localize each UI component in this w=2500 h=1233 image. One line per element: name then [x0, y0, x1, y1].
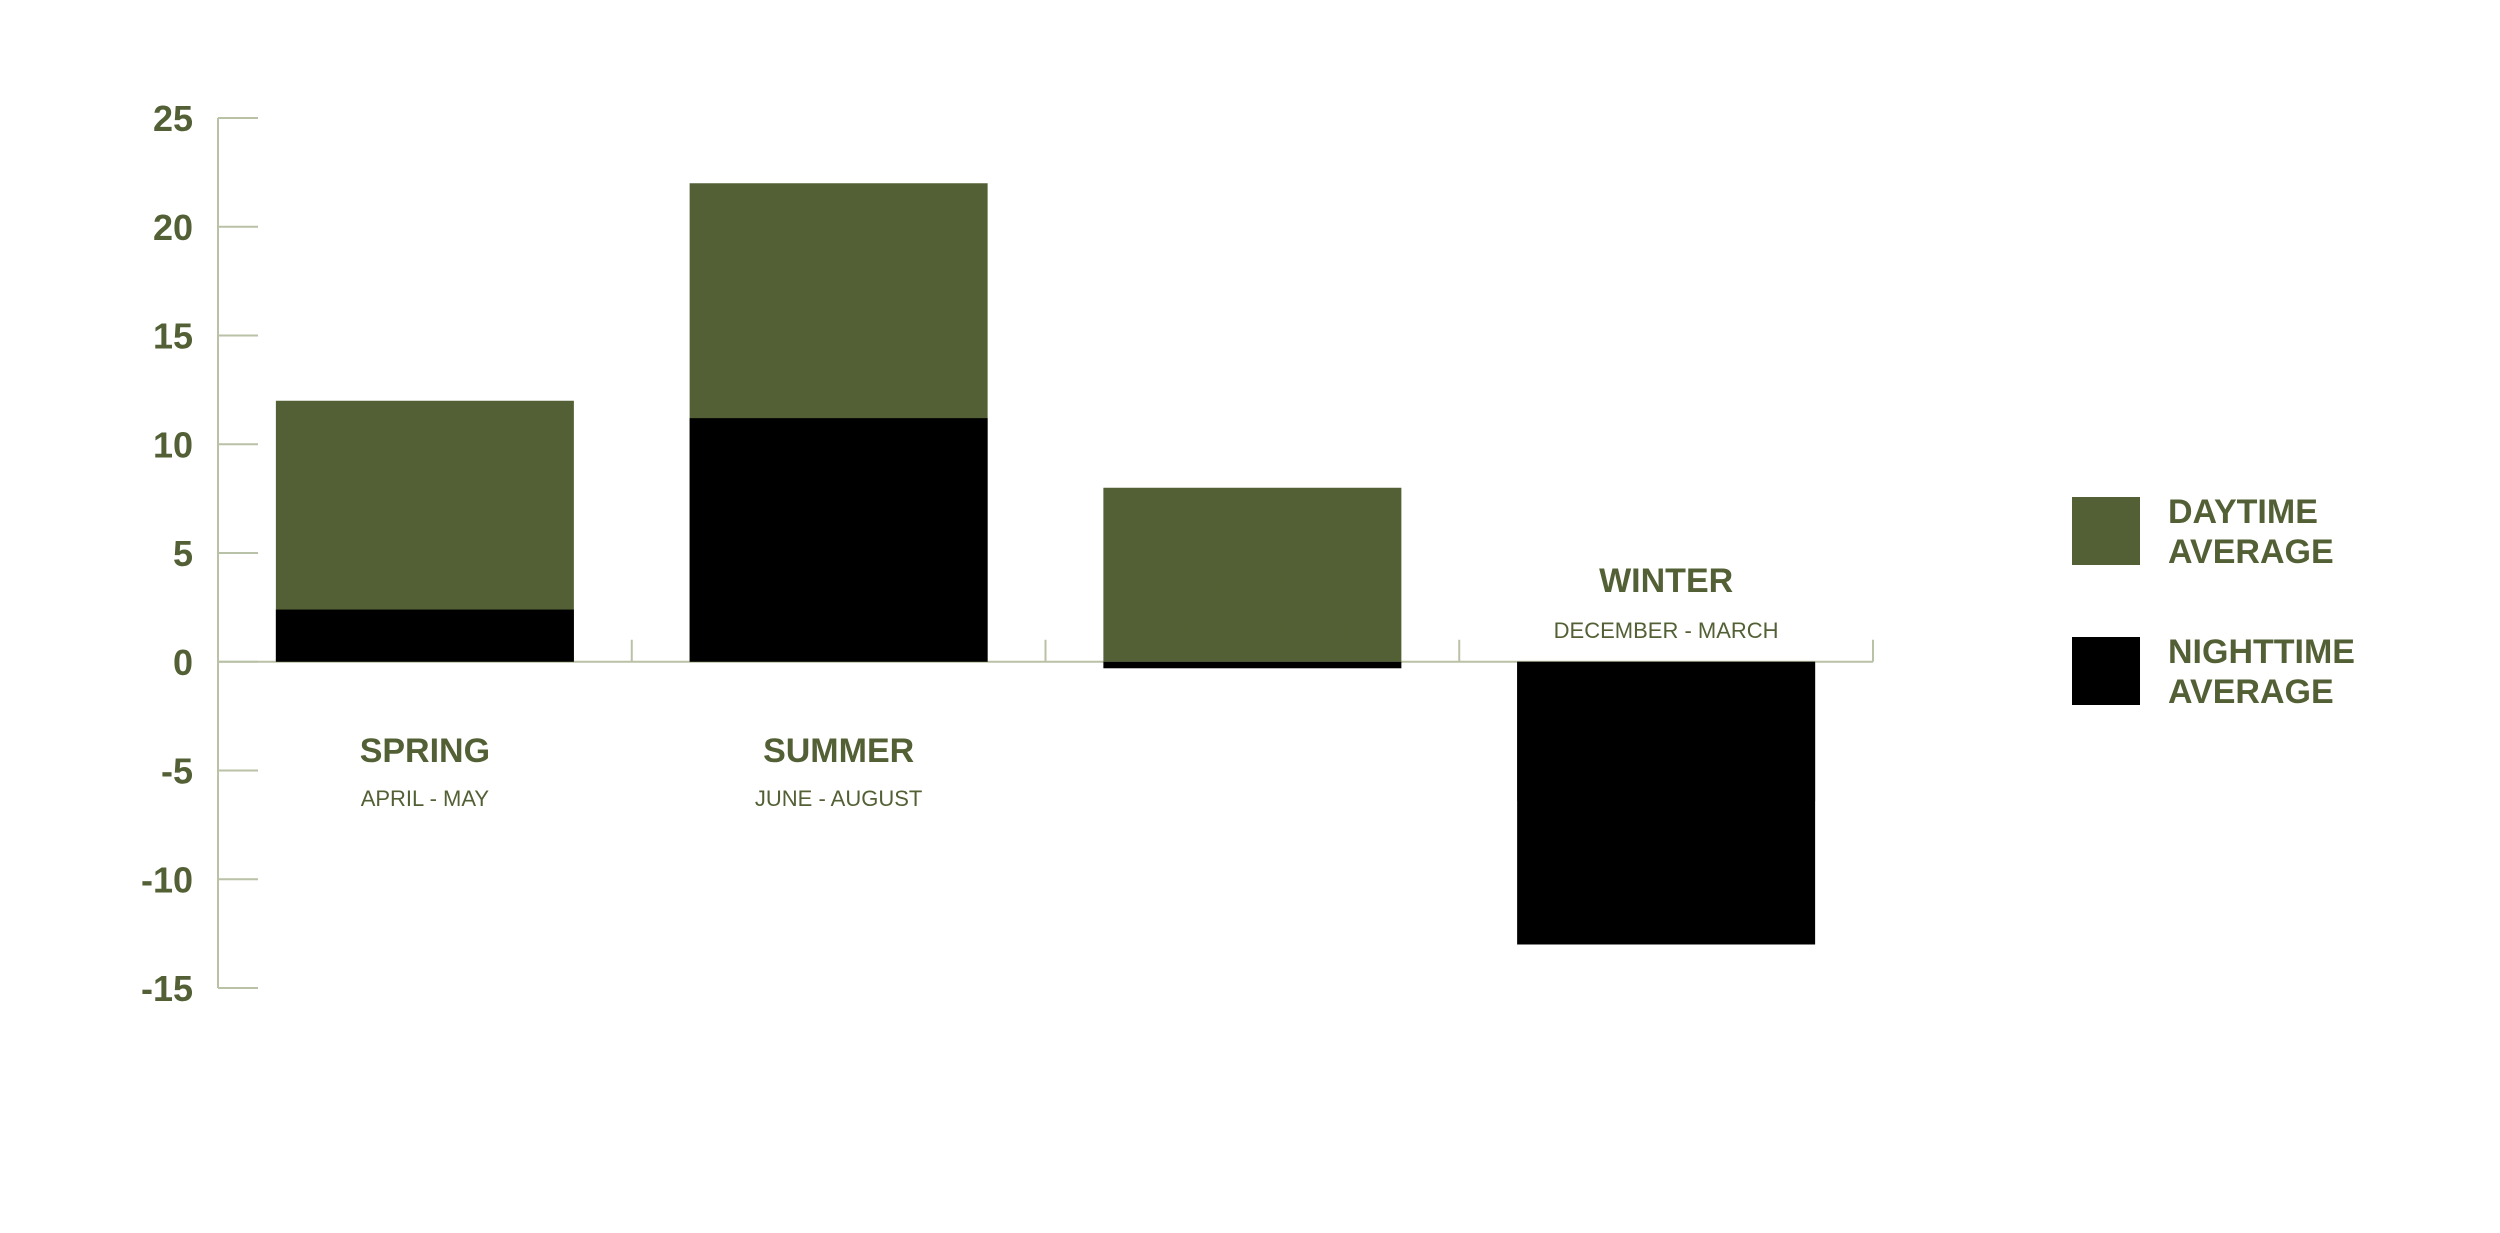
y-tick-label: 0 — [173, 642, 193, 683]
y-tick-label: -15 — [141, 968, 193, 1009]
season-name: WINTER — [1599, 562, 1733, 600]
season-months: SEPTEMBER - NOVEMBER — [1112, 618, 1393, 643]
y-tick-label: 10 — [153, 424, 193, 465]
season-months: APRIL - MAY — [361, 786, 490, 811]
bars-layer — [275, 183, 1816, 945]
daytime-bar-fall — [1103, 487, 1402, 662]
y-tick-label: -5 — [161, 751, 193, 792]
y-tick-label: 25 — [153, 98, 193, 139]
category-labels-layer: SPRING APRIL - MAY SUMMER JUNE - AUGUST FALL… — [360, 562, 1779, 811]
season-name: FALL — [1210, 562, 1295, 600]
y-tick-label: 20 — [153, 207, 193, 248]
legend-swatch — [2072, 637, 2140, 705]
legend-swatch — [2072, 497, 2140, 565]
season-name: SPRING — [360, 732, 490, 770]
y-tick-label: 5 — [173, 533, 193, 574]
y-tick-label: -10 — [141, 859, 193, 900]
season-name: SUMMER — [763, 732, 914, 770]
axis-layer: 25 20 15 10 5 0 -5 -10 -15 — [141, 98, 1874, 1009]
season-months: JUNE - AUGUST — [755, 786, 922, 811]
nighttime-bar-winter — [1517, 661, 1816, 945]
nighttime-bar-summer — [689, 418, 988, 662]
y-tick-label: 15 — [153, 316, 193, 357]
season-months: DECEMBER - MARCH — [1554, 618, 1779, 643]
nighttime-bar-spring — [275, 609, 574, 662]
nighttime-bar-fall — [1103, 661, 1402, 669]
